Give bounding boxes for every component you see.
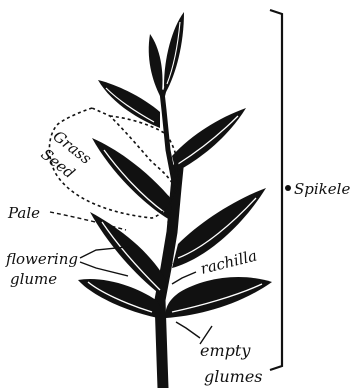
empty-glume-right	[166, 277, 272, 318]
label-empty-1: empty	[200, 341, 251, 360]
spikelet-bracket	[270, 10, 282, 370]
label-flowering-1: flowering	[5, 250, 78, 268]
label-pale: Pale	[7, 204, 40, 222]
floret-right-middle	[172, 108, 246, 172]
leader-lines	[50, 212, 212, 344]
empty-glume-left	[78, 279, 161, 318]
floret-left-upper	[98, 80, 160, 128]
label-empty-2: glumes	[204, 367, 263, 386]
label-flowering-2: glume	[10, 270, 57, 288]
floret-top-left	[149, 34, 163, 96]
spikelet-dot	[285, 185, 291, 191]
floret-top-right	[164, 12, 184, 92]
label-rachilla: rachilla	[199, 247, 259, 278]
label-spikelet: Spikele	[294, 180, 350, 198]
